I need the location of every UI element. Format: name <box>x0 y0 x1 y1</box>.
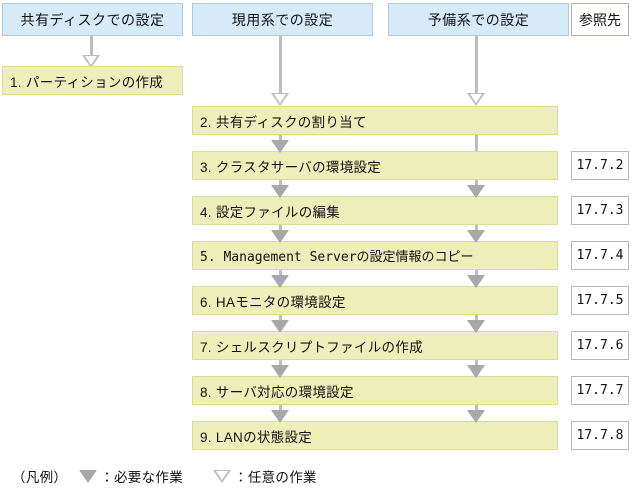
task-box-7: 7. シェルスクリプトファイルの作成 <box>192 331 558 360</box>
legend-item-required: ：必要な作業 <box>79 466 183 486</box>
arrowhead-filled-standby-task4-to-task5 <box>467 230 485 243</box>
task-box-1: 1. パーティションの作成 <box>2 66 183 95</box>
column-header-reference: 参照先 <box>571 3 629 36</box>
connector-line-standby-task2-to-task3 <box>475 135 478 151</box>
column-header-active-system: 現用系での設定 <box>192 3 373 36</box>
task-box-2: 2. 共有ディスクの割り当て <box>192 106 558 135</box>
connector-line-shared-to-task1 <box>90 36 93 58</box>
task-box-3: 3. クラスタサーバの環境設定 <box>192 151 558 180</box>
arrowhead-filled-task7-to-task8 <box>271 365 289 378</box>
task-box-9: 9. LANの状態設定 <box>192 421 558 450</box>
connector-line-active-to-task2 <box>279 36 282 98</box>
column-header-standby-system: 予備系での設定 <box>388 3 569 36</box>
reference-box-task8: 17.7.7 <box>571 376 629 405</box>
reference-box-task9: 17.7.8 <box>571 421 629 450</box>
reference-box-task6: 17.7.5 <box>571 286 629 315</box>
arrowhead-filled-task6-to-task7 <box>271 320 289 333</box>
arrowhead-filled-task4-to-task5 <box>271 230 289 243</box>
task-box-5-label: 5. Management Serverの設定情報のコピー <box>200 250 474 265</box>
legend-label-optional: ：任意の作業 <box>234 470 317 485</box>
task-box-8: 8. サーバ対応の環境設定 <box>192 376 558 405</box>
legend-label-required: ：必要な作業 <box>100 470 184 485</box>
arrowhead-hollow-active-to-task2 <box>271 93 289 106</box>
arrowhead-filled-task5-to-task6 <box>271 275 289 288</box>
reference-box-task5: 17.7.4 <box>571 241 629 270</box>
reference-box-task4: 17.7.3 <box>571 196 629 225</box>
arrowhead-filled-task2-to-task3 <box>271 140 289 153</box>
legend-item-optional: ：任意の作業 <box>213 466 317 486</box>
arrowhead-filled-task8-to-task9 <box>271 410 289 423</box>
arrowhead-filled-standby-task7-to-task8 <box>467 365 485 378</box>
arrowhead-filled-standby-task5-to-task6 <box>467 275 485 288</box>
column-header-shared-disk: 共有ディスクでの設定 <box>2 3 183 36</box>
task-box-4: 4. 設定ファイルの編集 <box>192 196 558 225</box>
reference-box-task3: 17.7.2 <box>571 151 629 180</box>
arrowhead-hollow-standby-to-task2 <box>467 93 485 106</box>
reference-box-task7: 17.7.6 <box>571 331 629 360</box>
arrowhead-filled-standby-task8-to-task9 <box>467 410 485 423</box>
triangle-filled-icon <box>79 469 98 483</box>
arrowhead-filled-task3-to-task4 <box>271 185 289 198</box>
legend: （凡例） ：必要な作業 ：任意の作業 <box>12 466 317 486</box>
arrowhead-filled-standby-task3-to-task4 <box>467 185 485 198</box>
arrowhead-filled-standby-task6-to-task7 <box>467 320 485 333</box>
legend-title: （凡例） <box>12 470 68 485</box>
connector-line-standby-to-task2 <box>475 36 478 98</box>
arrowhead-hollow-shared-to-task1 <box>82 55 100 68</box>
task-box-5: 5. Management Serverの設定情報のコピー <box>192 241 558 270</box>
triangle-hollow-icon <box>213 469 232 483</box>
task-box-6: 6. HAモニタの環境設定 <box>192 286 558 315</box>
